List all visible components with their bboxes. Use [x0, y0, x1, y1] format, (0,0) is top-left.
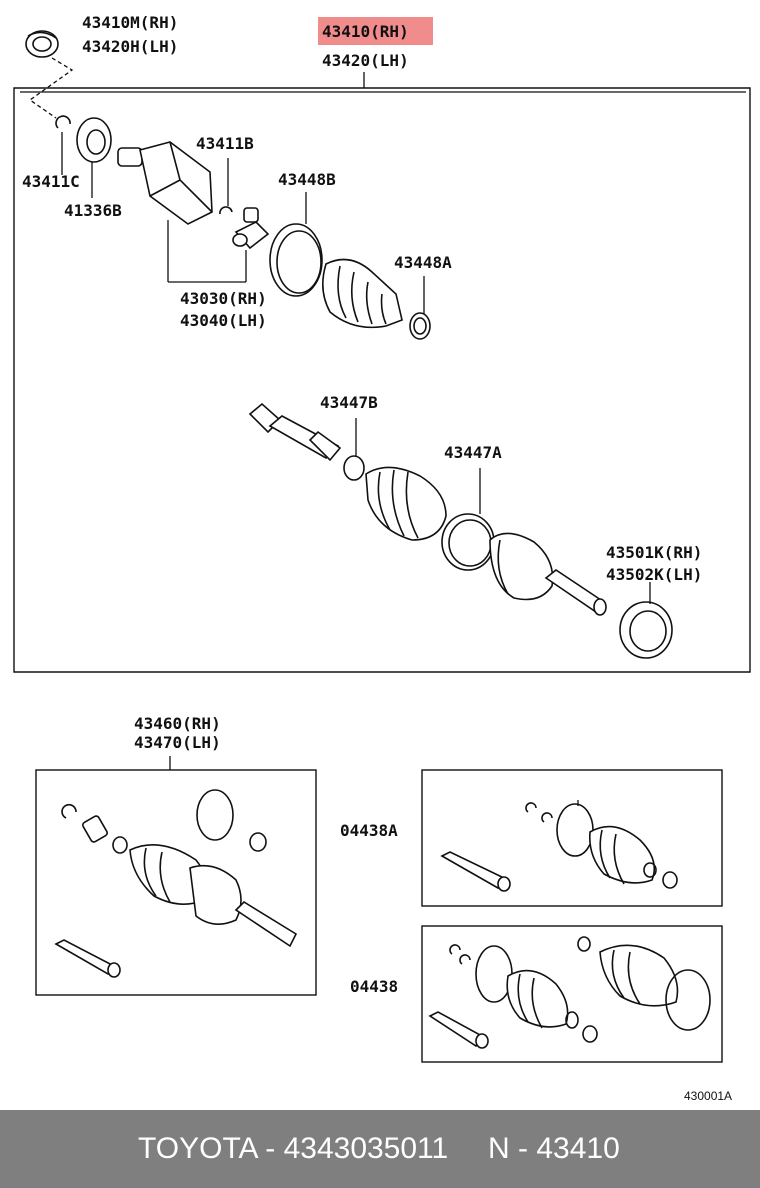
inboard-joint-housing	[117, 141, 246, 283]
seal-43410m	[25, 30, 59, 58]
label-43411c: 43411C	[22, 172, 80, 191]
label-43460: 43460(RH)	[134, 714, 221, 733]
parts-diagram: 43410M(RH) 43420H(LH) 43410(RH) 43420(LH…	[13, 13, 751, 1103]
label-04438a: 04438A	[340, 821, 398, 840]
label-41336b: 41336B	[64, 201, 122, 220]
boot-clamp-43447a	[441, 468, 495, 571]
kit-04438a-box	[421, 769, 723, 907]
footer-part-number: TOYOTA - 4343035011	[138, 1132, 449, 1165]
label-43501k: 43501K(RH)	[606, 543, 702, 562]
footer-ref-number: N - 43410	[488, 1132, 620, 1165]
boot-clamp-43448a	[409, 276, 431, 340]
snap-ring-43411c	[55, 115, 71, 175]
highlight-box	[318, 17, 433, 45]
inboard-boot	[322, 258, 403, 329]
label-43502k: 43502K(LH)	[606, 565, 702, 584]
label-43411b: 43411B	[196, 134, 254, 153]
footer-bar: TOYOTA - 4343035011 N - 43410	[0, 1110, 760, 1188]
diagram-code: 430001A	[684, 1089, 732, 1103]
outboard-assembly-parts	[54, 789, 298, 978]
label-main-rh[interactable]: 43410(RH)	[322, 22, 409, 41]
kit-04438-parts	[428, 936, 711, 1049]
dust-seal-41336b	[76, 117, 112, 198]
snap-ring-43411b	[219, 158, 233, 215]
kit-04438-box	[421, 925, 723, 1063]
label-43040: 43040(LH)	[180, 311, 267, 330]
label-43470: 43470(LH)	[134, 733, 221, 752]
label-43447a: 43447A	[444, 443, 502, 462]
outboard-boot	[365, 466, 447, 541]
dashed-leader	[28, 57, 74, 119]
boot-clamp-43447b	[343, 418, 365, 481]
label-main-lh: 43420(LH)	[322, 51, 409, 70]
drive-shaft	[248, 402, 342, 462]
main-assembly-box	[13, 87, 751, 673]
label-43420h: 43420H(LH)	[82, 37, 178, 56]
outboard-joint	[489, 532, 607, 616]
label-43030: 43030(RH)	[180, 289, 267, 308]
kit-04438a-parts	[440, 800, 678, 892]
label-43448b: 43448B	[278, 170, 336, 189]
label-43447b: 43447B	[320, 393, 378, 412]
boot-clamp-43448b	[269, 192, 323, 297]
label-43410m: 43410M(RH)	[82, 13, 178, 32]
label-43448a: 43448A	[394, 253, 452, 272]
tripod-joint	[232, 207, 270, 282]
label-04438: 04438	[350, 977, 398, 996]
outboard-assembly-box	[35, 769, 317, 996]
dust-deflector-43501k	[619, 582, 673, 659]
